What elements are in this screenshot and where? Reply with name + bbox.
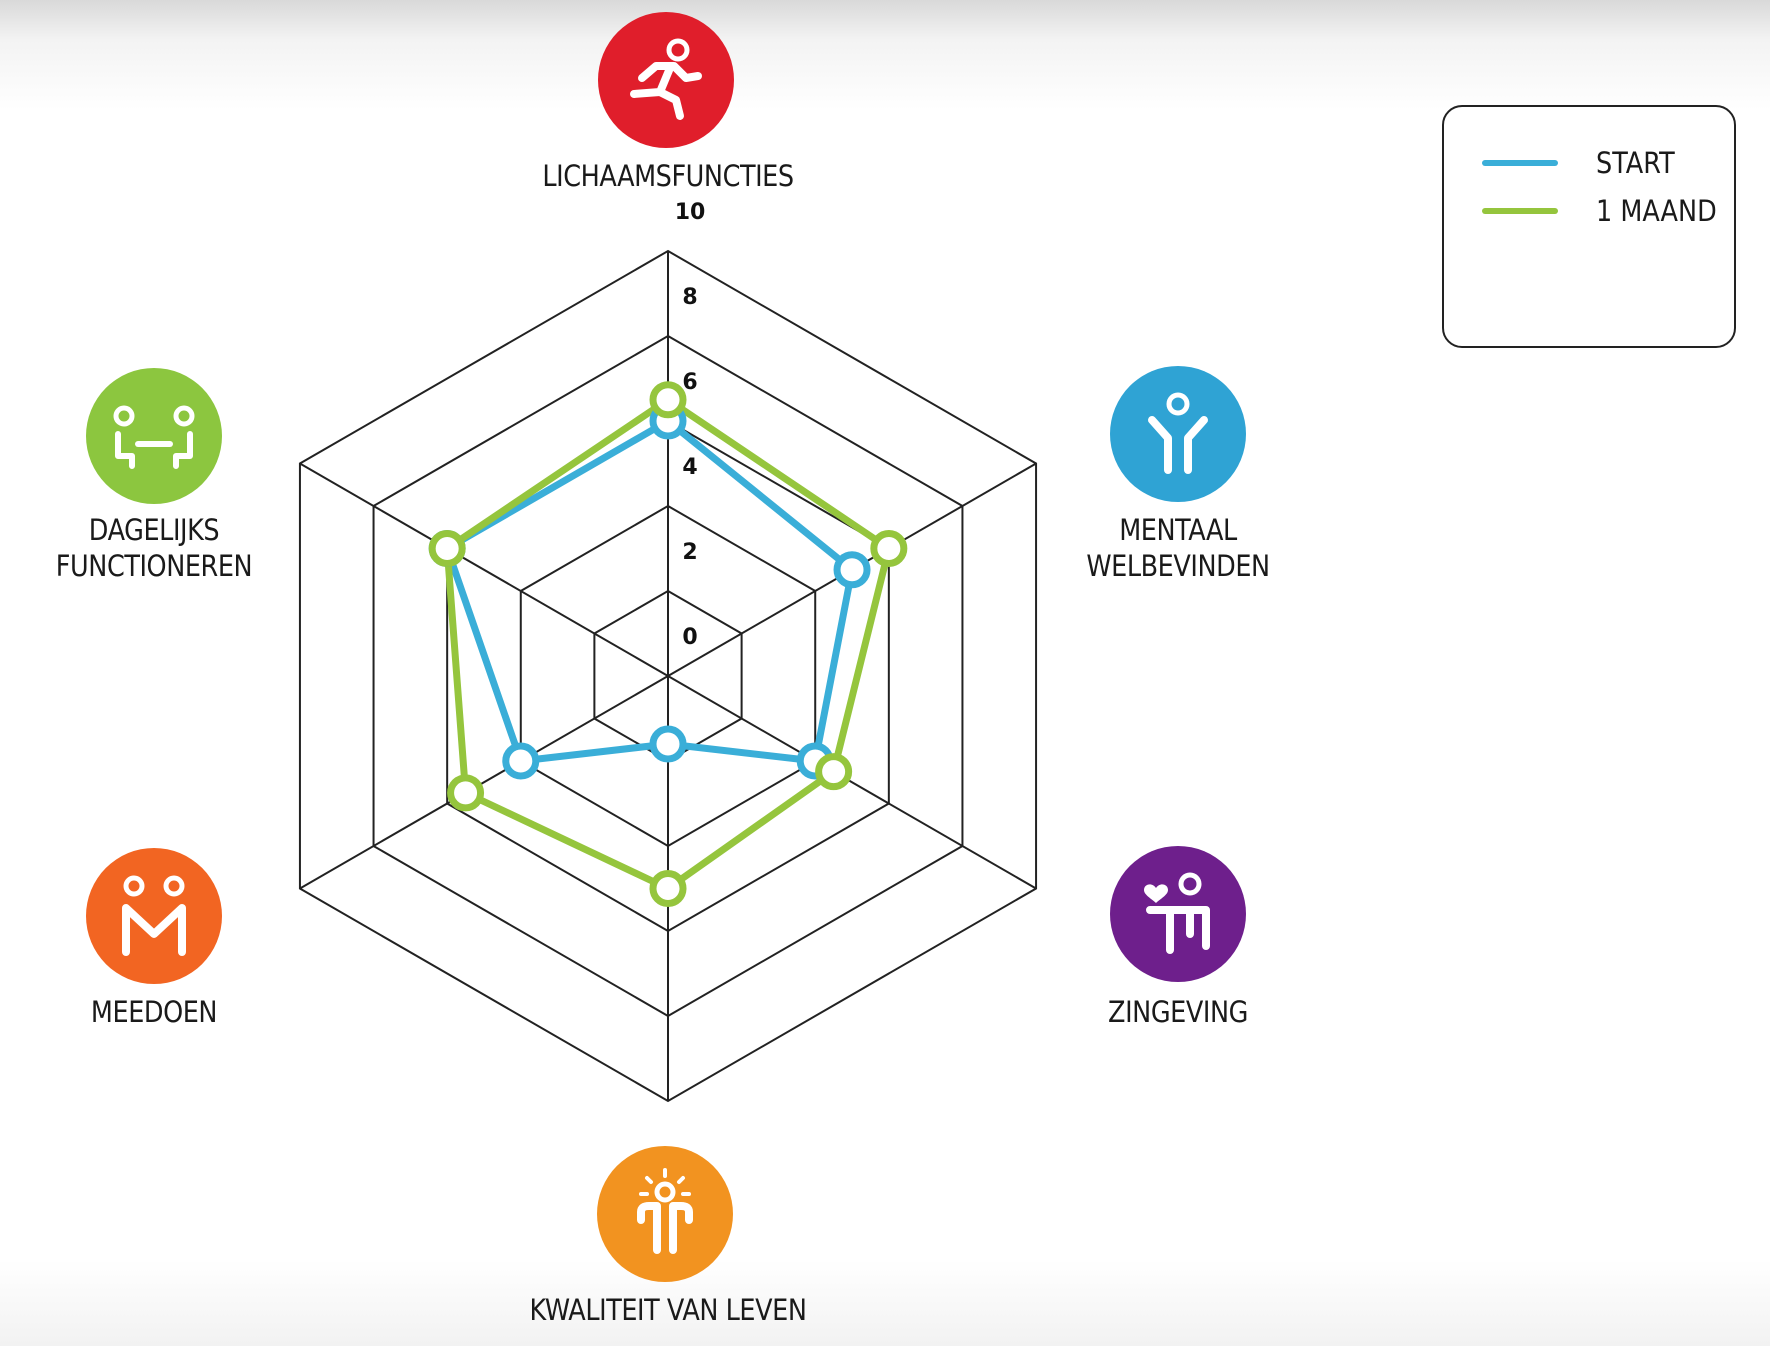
- person-with-heart-icon: [1110, 846, 1246, 982]
- tick-label: 10: [675, 200, 706, 225]
- data-point-1-maand: [428, 530, 466, 567]
- axis-label-meedoen: MEEDOEN: [90, 995, 218, 1029]
- axis-label-kwaliteit-van-leven: KWALITEIT VAN LEVEN: [529, 1293, 807, 1327]
- grid-spoke: [667, 675, 1037, 890]
- running-person-icon: [598, 12, 734, 148]
- axis-label-zingeving: ZINGEVING: [1108, 995, 1248, 1029]
- data-point-1-maand: [447, 774, 485, 812]
- data-point-1-maand: [649, 381, 687, 419]
- legend-entry-start: START: [1482, 145, 1685, 181]
- data-point-start: [649, 725, 687, 763]
- tick-label: 2: [682, 540, 697, 565]
- two-people-holding-hands-icon: [86, 848, 222, 984]
- legend-swatch-start: [1482, 160, 1558, 166]
- series-line-start: [443, 417, 856, 765]
- legend-label-start: START: [1596, 146, 1675, 180]
- chart-legend: START 1 MAAND: [1442, 105, 1736, 348]
- tick-label: 6: [682, 370, 697, 395]
- grid-spoke: [299, 462, 669, 677]
- tick-label: 0: [682, 625, 697, 650]
- two-people-at-table-icon: [86, 368, 222, 504]
- person-with-sun-icon: [597, 1146, 733, 1282]
- grid-spoke: [299, 675, 669, 890]
- data-point-1-maand: [649, 870, 687, 907]
- legend-swatch-1-maand: [1482, 208, 1558, 214]
- tick-label: 4: [682, 455, 697, 480]
- axis-label-lichaamsfuncties: LICHAAMSFUNCTIES: [542, 159, 794, 193]
- data-point-start: [502, 742, 540, 780]
- legend-label-1-maand: 1 MAAND: [1596, 194, 1717, 228]
- axis-label-mentaal-welbevinden: MENTAAL WELBEVINDEN: [1086, 513, 1270, 583]
- data-point-start: [833, 551, 871, 589]
- raised-arms-person-icon: [1110, 366, 1246, 502]
- data-point-1-maand: [870, 530, 908, 567]
- data-point-1-maand: [815, 753, 853, 791]
- legend-entry-1-maand: 1 MAAND: [1482, 193, 1733, 229]
- axis-label-dagelijks-functioneren: DAGELIJKS FUNCTIONEREN: [55, 513, 253, 583]
- tick-label: 8: [682, 285, 697, 310]
